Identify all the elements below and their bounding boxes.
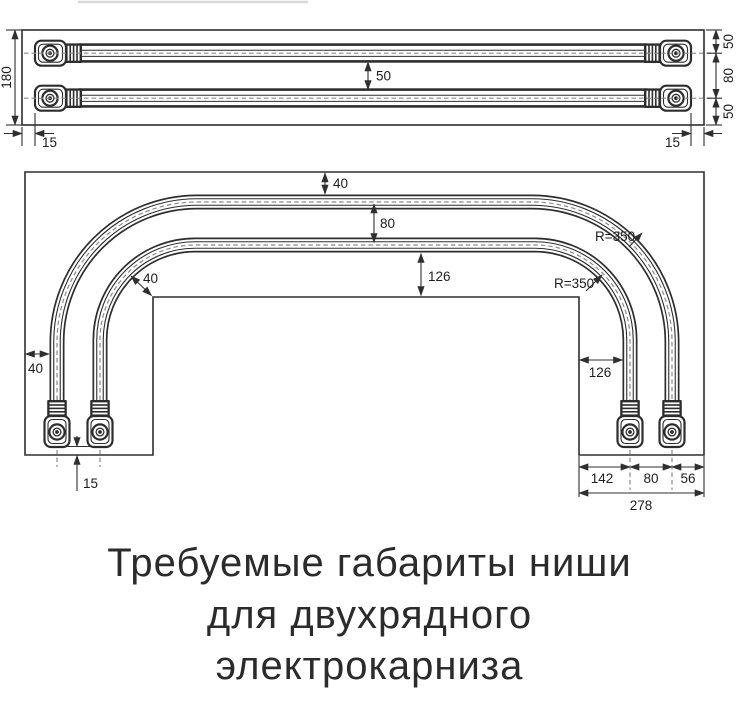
dim-label-180: 180 (0, 66, 14, 89)
dimension-right-inset: 15 (665, 113, 722, 150)
inner-rail-track (92, 237, 638, 400)
motor-unit (658, 398, 686, 449)
caption-line-1: Требуемые габариты ниши (107, 541, 632, 585)
dim-label-50-upper: 50 (721, 34, 736, 49)
dimension-rail-gap: 50 (364, 61, 391, 91)
dim-label-40-left: 40 (28, 361, 43, 376)
dim-label-15-left: 15 (42, 135, 57, 150)
dim-label-50: 50 (376, 69, 391, 84)
dim-label-80: 80 (721, 68, 736, 83)
dimension-motor-bottom-gap: 15 (62, 436, 108, 491)
dimension-right-chain: 50 80 50 (706, 29, 736, 126)
outer-rail-centerline (56, 201, 673, 400)
dimension-outer-radius: R=350 (595, 229, 643, 248)
dim-label-50-lower: 50 (721, 104, 736, 119)
caption-line-3: электрокарниза (215, 644, 524, 688)
dim-label-80-chain: 80 (643, 471, 658, 486)
niche-front-outline (21, 29, 705, 126)
dimension-inner-side-clearance: 126 (578, 356, 624, 380)
dimension-rail-spacing: 80 (370, 203, 395, 244)
motor-unit (642, 84, 693, 112)
motor-unit (43, 398, 71, 449)
dim-label-40-corner: 40 (143, 271, 158, 286)
dimension-bottom-chain: 142 80 56 278 (578, 456, 705, 513)
dim-label-126-horizontal: 126 (589, 365, 612, 380)
dimension-total-height: 180 (0, 29, 22, 126)
dim-label-56: 56 (680, 471, 695, 486)
dim-label-142: 142 (591, 471, 614, 486)
caption: Требуемые габариты ниши для двухрядного … (0, 538, 739, 693)
dim-label-15-gap: 15 (83, 476, 98, 491)
top-view-diagram: 180 50 50 80 50 15 (0, 29, 736, 150)
dimension-inner-radius: R=350 (554, 274, 603, 292)
dim-label-80-plan: 80 (380, 216, 395, 231)
dim-label-126-vertical: 126 (428, 269, 451, 284)
motor-unit (616, 398, 644, 449)
dimension-front-clearance: 126 (417, 252, 451, 297)
inner-rail-centerline (99, 244, 631, 400)
dim-label-r350-inner: R=350 (554, 276, 594, 291)
niche-plan-diagram: 40 80 126 40 40 R=350 R=350 (24, 171, 705, 513)
curtain-rail-technical-drawing: 180 50 50 80 50 15 (0, 0, 736, 513)
motor-unit (642, 39, 693, 67)
dimension-corner-clearance: 40 (130, 271, 158, 296)
caption-line-2: для двухрядного (206, 592, 533, 637)
dim-label-15-right: 15 (665, 135, 680, 150)
dim-label-278: 278 (630, 498, 653, 513)
niche-plan-outline (24, 171, 705, 456)
dim-label-r350-outer: R=350 (595, 229, 635, 244)
dimension-side-wall-clearance: 40 (24, 350, 50, 376)
dimension-top-clearance: 40 (321, 172, 348, 195)
dim-label-40-top: 40 (333, 176, 348, 191)
dimension-left-inset: 15 (4, 113, 57, 150)
motor-unit (86, 398, 114, 449)
